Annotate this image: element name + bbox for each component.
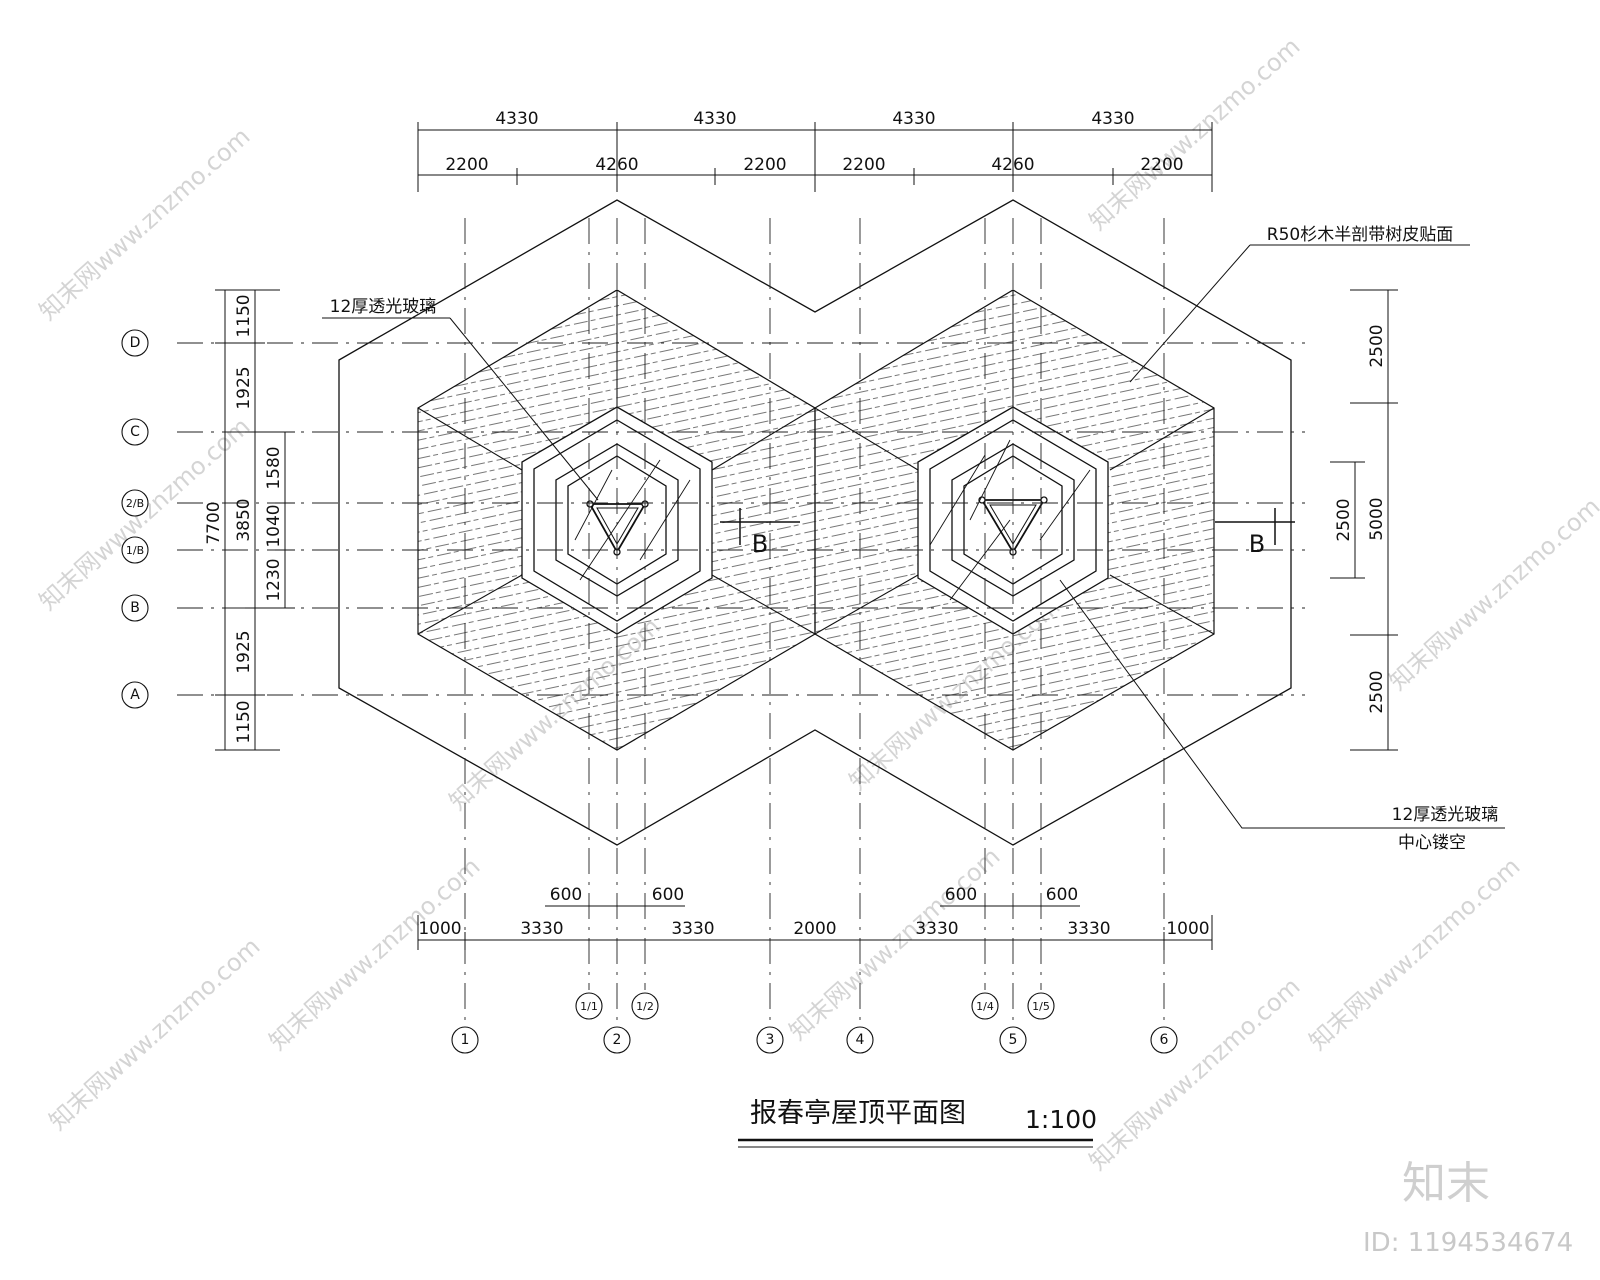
dim-top-sub-1: 4260 (595, 155, 638, 175)
axis-bubble-sub-1: 1/2 (636, 1000, 654, 1013)
axis-bubble-row-0-circle (122, 330, 148, 356)
watermark-text: 知末网www.znzmo.com (1084, 972, 1306, 1176)
axis-bubble-col-4: 4 (856, 1032, 865, 1048)
axis-bubble-col-4-circle (847, 1027, 873, 1053)
dim-top-sub-3: 2200 (842, 155, 885, 175)
axis-bubble-col-1-circle (452, 1027, 478, 1053)
dim-right-0: 2500 (1367, 324, 1387, 367)
dim-bottom-sub-0: 600 (550, 885, 582, 905)
axis-bubble-sub-0-circle (576, 993, 602, 1019)
watermark-text: 知末网www.znzmo.com (44, 932, 266, 1136)
axis-bubble-row-1-circle (122, 419, 148, 445)
note-hollow: 中心镂空 (1398, 833, 1466, 853)
section-mark-left: B (752, 530, 768, 558)
note-glass-right: 12厚透光玻璃 (1392, 805, 1499, 825)
axis-bubble-col-3-circle (757, 1027, 783, 1053)
axis-bubble-sub-1-circle (632, 993, 658, 1019)
dim-bottom-sub-1: 600 (652, 885, 684, 905)
dim-left-2: 3850 (234, 498, 254, 541)
axis-bubble-sub-3-circle (1028, 993, 1054, 1019)
dim-bottom-0: 1000 (418, 919, 461, 939)
note-glass-left: 12厚透光玻璃 (330, 297, 437, 317)
note-bark: R50杉木半剖带树皮贴面 (1267, 225, 1453, 245)
axis-bubble-row-1: C (130, 424, 140, 440)
axis-bubble-sub-3: 1/5 (1032, 1000, 1050, 1013)
axis-bubble-row-5-circle (122, 682, 148, 708)
dim-top-sub-4: 4260 (991, 155, 1034, 175)
axis-bubble-col-5-circle (1000, 1027, 1026, 1053)
watermark-text: 知末网www.znzmo.com (784, 842, 1006, 1046)
axis-bubble-row-0: D (130, 335, 141, 351)
axis-bubble-col-1: 1 (461, 1032, 470, 1048)
roof-outline (339, 200, 1291, 845)
axis-bubble-row-3-circle (122, 537, 148, 563)
watermark-text: 知末网www.znzmo.com (1084, 32, 1306, 236)
axis-bubble-sub-2: 1/4 (976, 1000, 994, 1013)
dims-bottom (418, 906, 1212, 950)
axis-bubble-col-6: 6 (1160, 1032, 1169, 1048)
dims-left (215, 290, 295, 750)
dim-left-total: 7700 (204, 501, 224, 544)
axis-bubble-sub-0: 1/1 (580, 1000, 598, 1013)
dim-left-0: 1150 (234, 294, 254, 337)
axis-bubble-row-2-circle (122, 490, 148, 516)
watermark-text: 知末网www.znzmo.com (34, 122, 256, 326)
section-markers (720, 508, 1295, 545)
brand-watermark: 知末 (1402, 1158, 1490, 1209)
axis-bubble-col-2-circle (604, 1027, 630, 1053)
dim-right-inner: 2500 (1334, 498, 1354, 541)
dim-bottom-sub-2: 600 (945, 885, 977, 905)
axis-bubble-col-5: 5 (1009, 1032, 1018, 1048)
dim-bottom-2: 3330 (671, 919, 714, 939)
dim-bottom-sub-3: 600 (1046, 885, 1078, 905)
axis-bubble-row-4-circle (122, 595, 148, 621)
dim-top-1: 4330 (693, 109, 736, 129)
axis-bubble-col-6-circle (1151, 1027, 1177, 1053)
title-block: 报春亭屋顶平面图 1:100 (738, 1098, 1097, 1147)
dim-bottom-6: 1000 (1166, 919, 1209, 939)
dim-top-sub-5: 2200 (1140, 155, 1183, 175)
axis-bubble-row-3: 1/B (126, 544, 144, 557)
leader-lines (322, 245, 1505, 828)
dim-bottom-4: 3330 (915, 919, 958, 939)
watermark-text: 知末网www.znzmo.com (1384, 492, 1600, 696)
dim-top-sub-0: 2200 (445, 155, 488, 175)
dim-top-3: 4330 (1091, 109, 1134, 129)
dim-bottom-3: 2000 (793, 919, 836, 939)
dim-left-4: 1150 (234, 700, 254, 743)
dim-top-2: 4330 (892, 109, 935, 129)
dim-left-inner-2: 1230 (264, 558, 284, 601)
axis-bubble-col-2: 2 (613, 1032, 622, 1048)
axis-lines (177, 218, 1305, 1020)
drawing-scale: 1:100 (1025, 1105, 1097, 1134)
dim-top-sub-2: 2200 (743, 155, 786, 175)
dim-right-2: 2500 (1367, 670, 1387, 713)
watermark-text: 知末网www.znzmo.com (264, 852, 486, 1056)
dim-left-inner-0: 1580 (264, 446, 284, 489)
section-mark-right: B (1249, 530, 1265, 558)
dims-top (418, 122, 1212, 192)
skylight-right-glass-lines (930, 440, 1090, 600)
dims-right (1330, 290, 1398, 750)
drawing-title: 报春亭屋顶平面图 (750, 1098, 966, 1129)
axis-bubble-row-5: A (130, 687, 140, 703)
image-id: ID: 1194534674 (1363, 1228, 1573, 1258)
watermark-text: 知末网www.znzmo.com (1304, 852, 1526, 1056)
dim-top-0: 4330 (495, 109, 538, 129)
axis-bubble-row-4: B (130, 600, 140, 616)
skylight-left-glass-lines (575, 460, 690, 580)
dim-left-3: 1925 (234, 630, 254, 673)
axis-bubble-sub-2-circle (972, 993, 998, 1019)
dim-left-inner-1: 1040 (264, 504, 284, 547)
dim-right-1: 5000 (1367, 497, 1387, 540)
axis-bubble-col-3: 3 (766, 1032, 775, 1048)
axis-bubble-row-2: 2/B (126, 497, 144, 510)
dim-bottom-5: 3330 (1067, 919, 1110, 939)
dim-bottom-1: 3330 (520, 919, 563, 939)
dim-left-1: 1925 (234, 366, 254, 409)
